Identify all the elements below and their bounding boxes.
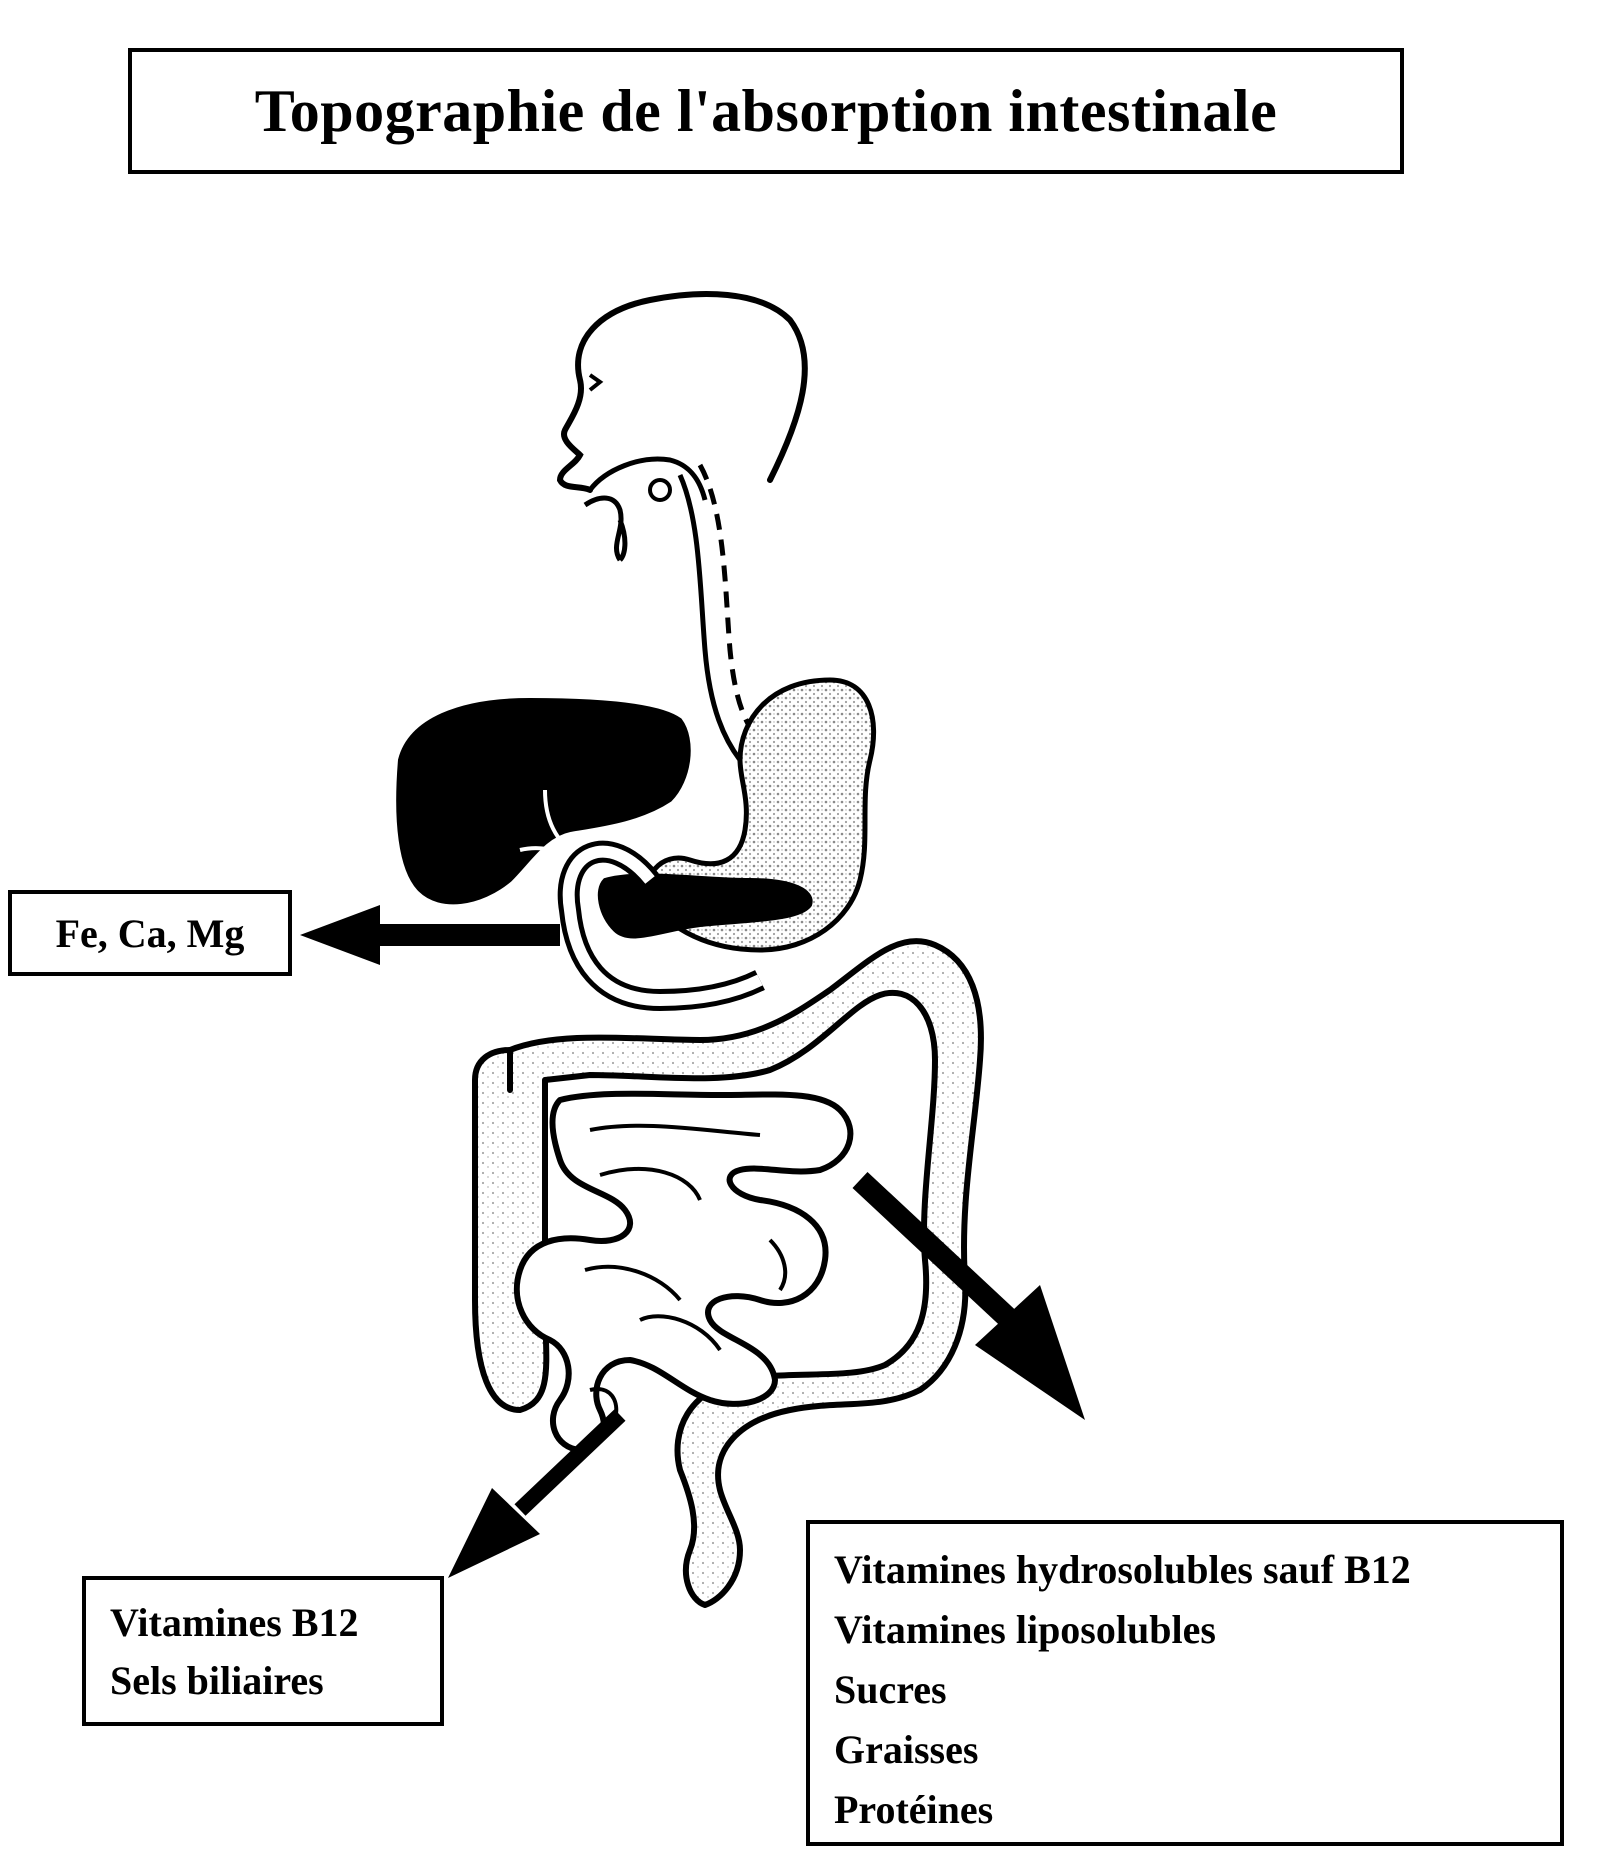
small-intestine-folds — [584, 1123, 788, 1421]
jejunum-item: Graisses — [834, 1727, 979, 1772]
liver — [396, 697, 691, 905]
duodenum-absorption-label: Fe, Ca, Mg — [55, 910, 245, 956]
jejunum-arrow — [852, 1171, 1085, 1420]
pancreas — [597, 873, 813, 939]
jejunum-item: Vitamines hydrosolubles sauf B12 — [834, 1547, 1411, 1592]
head-outline — [556, 291, 808, 493]
colon — [472, 938, 984, 1608]
ileum-item: Vitamines B12 — [110, 1600, 359, 1645]
title-box: Topographie de l'absorption intestinale — [128, 48, 1404, 174]
esophagus-left-wall — [677, 473, 743, 762]
pharynx-circle — [648, 478, 672, 502]
ileum-arrow — [448, 1409, 626, 1578]
esophagus-right-wall — [697, 463, 762, 742]
mouth-cavity — [583, 495, 628, 562]
jejunum-item: Protéines — [834, 1787, 994, 1832]
jejunum-item: Sucres — [834, 1667, 947, 1712]
nose-mark — [588, 373, 604, 392]
duodenum-inner — [562, 845, 763, 1007]
ileum-item: Sels biliaires — [110, 1658, 324, 1703]
small-intestine — [513, 1090, 854, 1453]
mouth-outline — [588, 456, 708, 501]
ileum-absorption-box: Vitamines B12 Sels biliaires — [82, 1576, 444, 1726]
duodenum-arrow — [300, 905, 560, 965]
duodenum-absorption-box: Fe, Ca, Mg — [8, 890, 292, 976]
jejunum-absorption-box: Vitamines hydrosolubles sauf B12 Vitamin… — [806, 1520, 1564, 1846]
jejunum-item: Vitamines liposolubles — [834, 1607, 1216, 1652]
page-title: Topographie de l'absorption intestinale — [254, 77, 1278, 144]
